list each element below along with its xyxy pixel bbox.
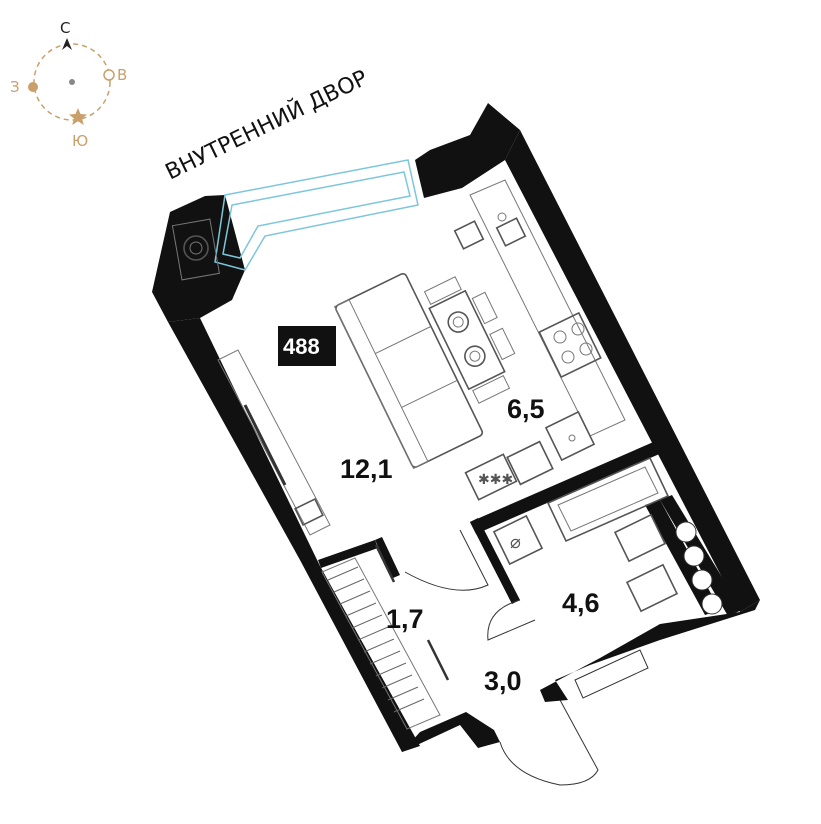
compass-east-circle-icon [103, 69, 115, 81]
laundry-circle-icon-3 [691, 569, 713, 591]
compass-center-dot [69, 79, 75, 85]
sofa-body [335, 272, 484, 468]
laundry-circle-icon-2 [683, 545, 705, 567]
sofa-seam-1 [375, 325, 432, 355]
walls [152, 103, 760, 752]
compass-west-label: З [10, 78, 20, 96]
wall-bottom-right [540, 600, 760, 702]
wardrobe-door-2 [426, 639, 450, 681]
desk-knob-icon [497, 212, 507, 222]
kitchen-cabinet [506, 440, 554, 486]
plate-icon-1 [447, 311, 470, 333]
cooktop [538, 311, 602, 379]
wall-bathroom-top [470, 440, 664, 534]
bathtub [546, 456, 670, 543]
apartment-number: 488 [283, 334, 320, 359]
dining-set [423, 276, 516, 404]
bathroom-sink [613, 513, 667, 563]
compass-south-star-icon [69, 108, 87, 125]
plate-icon-1-inner [452, 316, 464, 328]
dining-chair-top [423, 276, 462, 305]
tv-screen [243, 404, 287, 486]
wall-bathroom-left [470, 518, 520, 604]
wall-top-right [415, 103, 520, 198]
compass-north-label: С [60, 19, 70, 37]
apartment-number-badge: 488 [278, 326, 336, 366]
nook-drum-icon [183, 235, 209, 261]
toilet [492, 514, 544, 566]
nook-cabinet [171, 218, 220, 281]
armchair [294, 498, 324, 526]
wardrobe-door-1 [374, 544, 396, 583]
compass-east-label: В [117, 66, 127, 84]
window [214, 159, 419, 271]
bathtub-inner [557, 466, 659, 532]
kitchen-counter: ✱✱✱ [464, 179, 626, 501]
burner-icon-2 [571, 322, 585, 336]
sofa [333, 272, 484, 470]
wall-wardrobe-right [375, 537, 400, 578]
doors [404, 529, 649, 786]
wall-bottom [402, 712, 500, 752]
wall-right [505, 130, 760, 612]
plate-icon-2 [464, 345, 486, 367]
laundry-circle-icon-4 [701, 593, 723, 615]
badge-background [278, 326, 336, 366]
compass: С З В Ю [10, 19, 127, 150]
kitchen-sink [544, 410, 596, 462]
wall-wardrobe-top [318, 540, 378, 568]
courtyard-label: ВНУТРЕННИЙ ДВОР [161, 65, 371, 185]
nook-drum-inner-icon [189, 241, 203, 255]
nook-appliance [171, 218, 220, 281]
wardrobe-hangers [327, 566, 425, 713]
room-area-wardrobe: 1,7 [386, 604, 424, 634]
door-wardrobe-swing [404, 529, 489, 591]
faucet-icon [568, 434, 576, 442]
wall-nw-corner [152, 195, 245, 322]
burner-icon-1 [553, 330, 567, 344]
dining-chair-right-2 [489, 327, 516, 361]
wardrobe-shelving [321, 544, 450, 730]
washing-machine [625, 563, 679, 613]
dining-table [428, 289, 506, 391]
wardrobe-outline [321, 557, 441, 730]
compass-west-dot-icon [28, 82, 38, 92]
wall-left [168, 318, 420, 752]
door-bathroom-swing [487, 599, 536, 641]
door-balcony-frame [574, 649, 649, 699]
fridge [464, 453, 518, 501]
room-area-kitchen: 6,5 [507, 394, 545, 424]
room-area-living: 12,1 [340, 454, 393, 484]
sofa-seam-2 [401, 379, 458, 408]
room-area-hallway: 3,0 [484, 666, 522, 696]
toilet-icon: ⌀ [510, 532, 521, 553]
laundry-circle-icon-1 [675, 521, 697, 543]
room-area-bathroom: 4,6 [562, 588, 600, 618]
window-frame [214, 159, 419, 271]
fridge-snowflake-icon: ✱✱✱ [478, 472, 513, 488]
desk-chair [453, 220, 485, 250]
burner-icon-3 [561, 350, 575, 364]
dining-chair-bottom [472, 375, 511, 404]
door-entrance-swing [499, 699, 599, 786]
compass-ring [33, 43, 111, 121]
compass-south-label: Ю [72, 132, 88, 150]
burner-icon-4 [579, 342, 593, 356]
dining-chair-right-1 [471, 291, 498, 325]
tv-stand [217, 349, 331, 536]
desk-corner [453, 212, 527, 250]
desk-monitor [495, 217, 527, 247]
window-frame-inner [222, 171, 411, 259]
plate-icon-2-inner [469, 350, 481, 362]
sofa-back [333, 298, 429, 470]
bathroom-fixtures: ⌀ [492, 456, 723, 615]
north-arrow-icon [62, 38, 72, 50]
